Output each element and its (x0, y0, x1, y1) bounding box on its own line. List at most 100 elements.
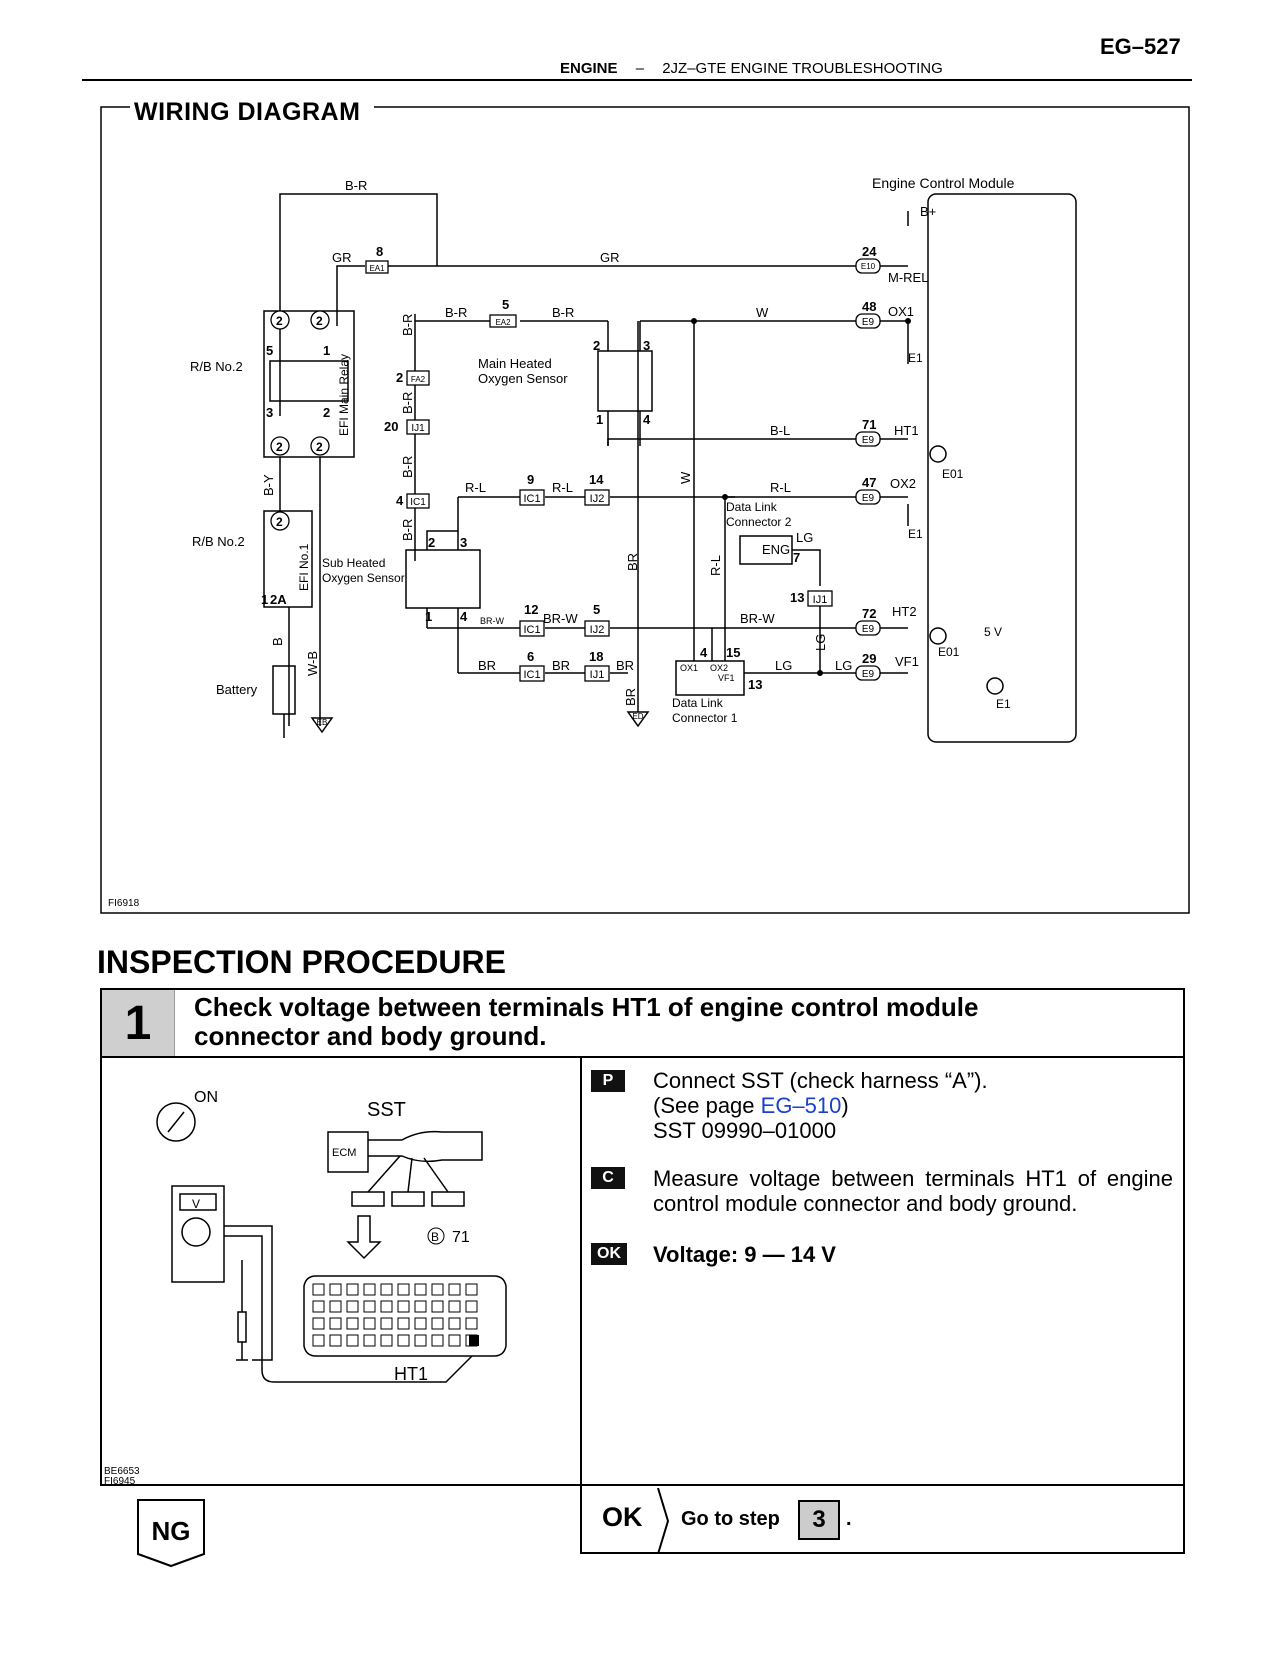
connector-pin (465, 1283, 478, 1296)
wiring-diagram: FI6918 (100, 106, 1190, 914)
ecm-terminal: 5 V (984, 625, 1002, 639)
section-heading: INSPECTION PROCEDURE (97, 944, 506, 980)
ecm-terminal: HT1 (894, 423, 919, 438)
step-box (100, 988, 1185, 1486)
connector-pin (312, 1317, 325, 1330)
connector-code: E9 (862, 493, 875, 504)
ok-criteria: Voltage: 9 — 14 V (653, 1242, 836, 1267)
connector-pin (329, 1317, 342, 1330)
wire-label: B-L (770, 423, 790, 438)
ecm-terminal: E1 (996, 697, 1011, 711)
wire-label: R-L (708, 555, 723, 576)
instruction-see-page: (See page EG–510) (653, 1093, 1173, 1118)
connector-pin (397, 1283, 410, 1296)
connector-pin (329, 1300, 342, 1313)
pin-number: 2 (323, 405, 330, 420)
wire-label: BR (616, 658, 634, 673)
pin-number: 48 (862, 299, 876, 314)
wire-label: BR (478, 658, 496, 673)
component-label: Battery (216, 682, 258, 697)
wire-label: BR-W (543, 611, 578, 626)
dlc1-terminal: OX2 (710, 663, 728, 673)
measurement-figure: ON SST ECM B 71 HT1 V BE6653 FI6945 (104, 1089, 507, 1484)
pin-number: 2 (396, 370, 403, 385)
badge-check: C (591, 1167, 625, 1189)
connector-pin (397, 1334, 410, 1347)
pin-number: 2 (593, 338, 600, 353)
ok-chevron (657, 1488, 670, 1554)
connector-pin (346, 1283, 359, 1296)
connector-code: IJ1 (411, 423, 425, 434)
wiring-title: WIRING DIAGRAM (130, 98, 375, 127)
go-to-step-text: Go to step (681, 1508, 780, 1530)
page-link[interactable]: EG–510 (760, 1093, 842, 1118)
wire-label: B-Y (261, 474, 276, 496)
wire-label: GR (332, 250, 352, 265)
pin-number: 5 (502, 297, 509, 312)
ecm-terminal: OX2 (890, 476, 916, 491)
connector-pin (448, 1334, 461, 1347)
running-header: ENGINE – 2JZ–GTE ENGINE TROUBLESHOOTING (560, 60, 943, 77)
ecm-terminal: E01 (942, 467, 964, 481)
connector-pin (414, 1300, 427, 1313)
component-label: R/B No.2 (190, 359, 243, 374)
connector-pin (465, 1300, 478, 1313)
ecm-terminal: VF1 (895, 654, 919, 669)
pin-number: 3 (643, 338, 650, 353)
pin-number: 9 (527, 472, 534, 487)
ecm-terminal: OX1 (888, 304, 914, 319)
wire-label: GR (600, 250, 620, 265)
pin-number: 2 (428, 535, 435, 550)
connector-code: IJ1 (813, 594, 828, 606)
connector-pin (329, 1283, 342, 1296)
wire-label: BR-W (740, 611, 775, 626)
pin-71-label: 71 (452, 1229, 470, 1246)
connector-pin (448, 1283, 461, 1296)
component-label: EFI No.1 (297, 543, 311, 591)
ecm-terminal: B+ (920, 204, 936, 219)
ecm-terminal: M-REL (888, 270, 928, 285)
chapter-title: 2JZ–GTE ENGINE TROUBLESHOOTING (662, 60, 943, 77)
wire-label: LG (796, 530, 813, 545)
ecm-terminal: HT2 (892, 604, 917, 619)
step-number: 1 (102, 990, 175, 1056)
wire-label: R-L (465, 480, 486, 495)
connector-code: E9 (862, 669, 875, 680)
connector-pin (465, 1317, 478, 1330)
go-step-number[interactable]: 3 (798, 1500, 840, 1540)
connector-pin (414, 1317, 427, 1330)
connector-pin (465, 1334, 478, 1347)
pin-number: 47 (862, 475, 876, 490)
connector-pin (363, 1300, 376, 1313)
connector-code: ED (632, 712, 643, 721)
fig-code: BE6653 (104, 1466, 140, 1477)
connector-code: IJ2 (590, 624, 605, 636)
pin-number: 8 (376, 244, 383, 259)
pin-number: 24 (862, 244, 877, 259)
connector-pin (380, 1334, 393, 1347)
pin-number: 13 (790, 590, 804, 605)
connector-pin (448, 1317, 461, 1330)
pin-number: 2 (316, 314, 323, 328)
instruction-prepare: Connect SST (check harness “A”). (See pa… (653, 1068, 1173, 1143)
pin-number: 18 (589, 649, 603, 664)
pin-number: 1 (261, 592, 268, 607)
wire-label: LG (835, 658, 852, 673)
connector-pin (431, 1334, 444, 1347)
ok-label: OK (602, 1502, 643, 1532)
pin-number: 2A (270, 592, 287, 607)
connector-pin (346, 1317, 359, 1330)
connector-code: E9 (862, 317, 875, 328)
wire-label: W (756, 305, 769, 320)
connector-pin (414, 1334, 427, 1347)
ecm-title: Engine Control Module (872, 175, 1015, 191)
wire-label: B-R (400, 519, 415, 541)
pin-number: 3 (460, 535, 467, 550)
ng-label: NG (151, 1516, 191, 1546)
pin-number: 3 (266, 405, 273, 420)
fig-code: FI6945 (104, 1476, 136, 1484)
go-step-suffix: . (846, 1508, 852, 1530)
pin-number: 71 (862, 417, 876, 432)
ecm-terminal: E01 (938, 645, 960, 659)
component-label: EFI Main Relay (337, 354, 351, 436)
